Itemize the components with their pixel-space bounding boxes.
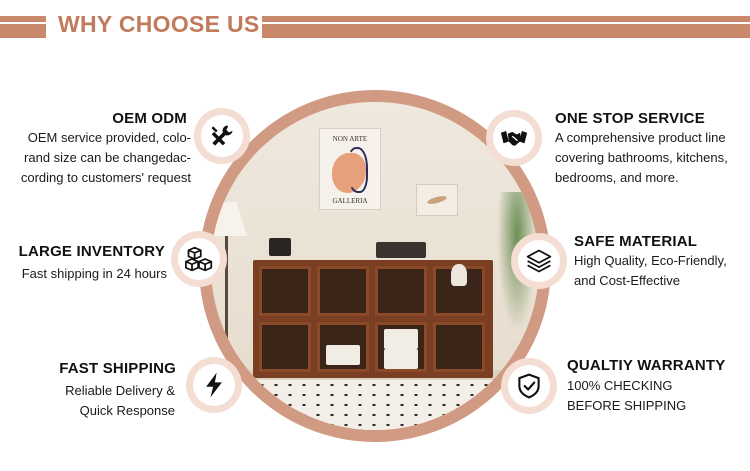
feature-title-safe: SAFE MATERIAL <box>574 233 698 250</box>
feature-title-one-stop: ONE STOP SERVICE <box>555 110 705 127</box>
cabinet-cell <box>259 266 311 316</box>
storage-box <box>326 345 360 365</box>
desc-line: 100% CHECKING <box>567 378 673 393</box>
lightning-icon <box>206 372 222 398</box>
cabinet-cell <box>317 266 369 316</box>
desc-line: cording to customers' request <box>20 170 191 185</box>
header-bar-right <box>262 16 750 38</box>
shipping-badge <box>186 357 242 413</box>
desc-line: BEFORE SHIPPING <box>567 398 687 413</box>
feature-desc-one-stop: A comprehensive product line covering ba… <box>555 128 728 188</box>
feature-title-warranty: QUALTIY WARRANTY <box>567 357 726 374</box>
section-title: WHY CHOOSE US <box>58 11 260 37</box>
inventory-badge <box>171 231 227 287</box>
rug <box>241 380 511 430</box>
layers-icon <box>526 249 552 273</box>
feature-desc-shipping: Reliable Delivery & Quick Response <box>65 381 175 421</box>
storage-box <box>384 349 418 369</box>
desc-line: and Cost-Effective <box>574 273 680 288</box>
feature-desc-safe: High Quality, Eco-Friendly, and Cost-Eff… <box>574 251 727 291</box>
poster-bottom-text: GALLERIA <box>332 197 368 205</box>
bust-statue <box>451 264 467 286</box>
cabinet-cell <box>375 266 427 316</box>
handshake-icon <box>500 131 528 146</box>
poster-top-text: NON ARTE <box>332 135 368 143</box>
cabinet-cell <box>375 322 427 372</box>
warranty-badge <box>501 358 557 414</box>
desc-line: Quick Response <box>79 403 175 418</box>
poster-artwork: NON ARTE GALLERIA <box>319 128 381 210</box>
desc-line: A comprehensive product line <box>555 130 726 145</box>
speaker <box>376 242 426 258</box>
tools-icon <box>211 125 233 146</box>
desc-line: OEM service provided, colo- <box>27 130 191 145</box>
feature-title-oem: OEM ODM <box>112 110 187 127</box>
shield-check-icon <box>518 373 540 399</box>
cabinet-cell <box>259 322 311 372</box>
header-bar-left <box>0 16 46 38</box>
desc-line: bedrooms, and more. <box>555 170 679 185</box>
safe-badge <box>511 233 567 289</box>
boxes-icon <box>185 246 213 272</box>
oem-badge <box>194 108 250 164</box>
desc-line: Reliable Delivery & <box>65 383 175 398</box>
feature-desc-inventory: Fast shipping in 24 hours <box>22 264 167 284</box>
cabinet-cell <box>433 322 485 372</box>
desc-line: covering bathrooms, kitchens, <box>555 150 728 165</box>
desc-line: Fast shipping in 24 hours <box>21 266 167 281</box>
cabinet-cell <box>317 322 369 372</box>
room-photo: NON ARTE GALLERIA <box>211 102 539 430</box>
poster-line <box>346 147 368 193</box>
feature-desc-warranty: 100% CHECKING BEFORE SHIPPING <box>567 376 686 416</box>
storage-box <box>384 329 418 349</box>
small-frame <box>416 184 458 216</box>
one-stop-badge <box>486 110 542 166</box>
radio <box>269 238 291 256</box>
feature-desc-oem: OEM service provided, colo- rand size ca… <box>21 128 191 188</box>
feature-title-shipping: FAST SHIPPING <box>59 360 176 377</box>
desc-line: High Quality, Eco-Friendly, <box>574 253 727 268</box>
feature-title-inventory: LARGE INVENTORY <box>18 243 165 260</box>
lamp-pole <box>225 236 228 366</box>
desc-line: rand size can be changedac- <box>24 150 191 165</box>
